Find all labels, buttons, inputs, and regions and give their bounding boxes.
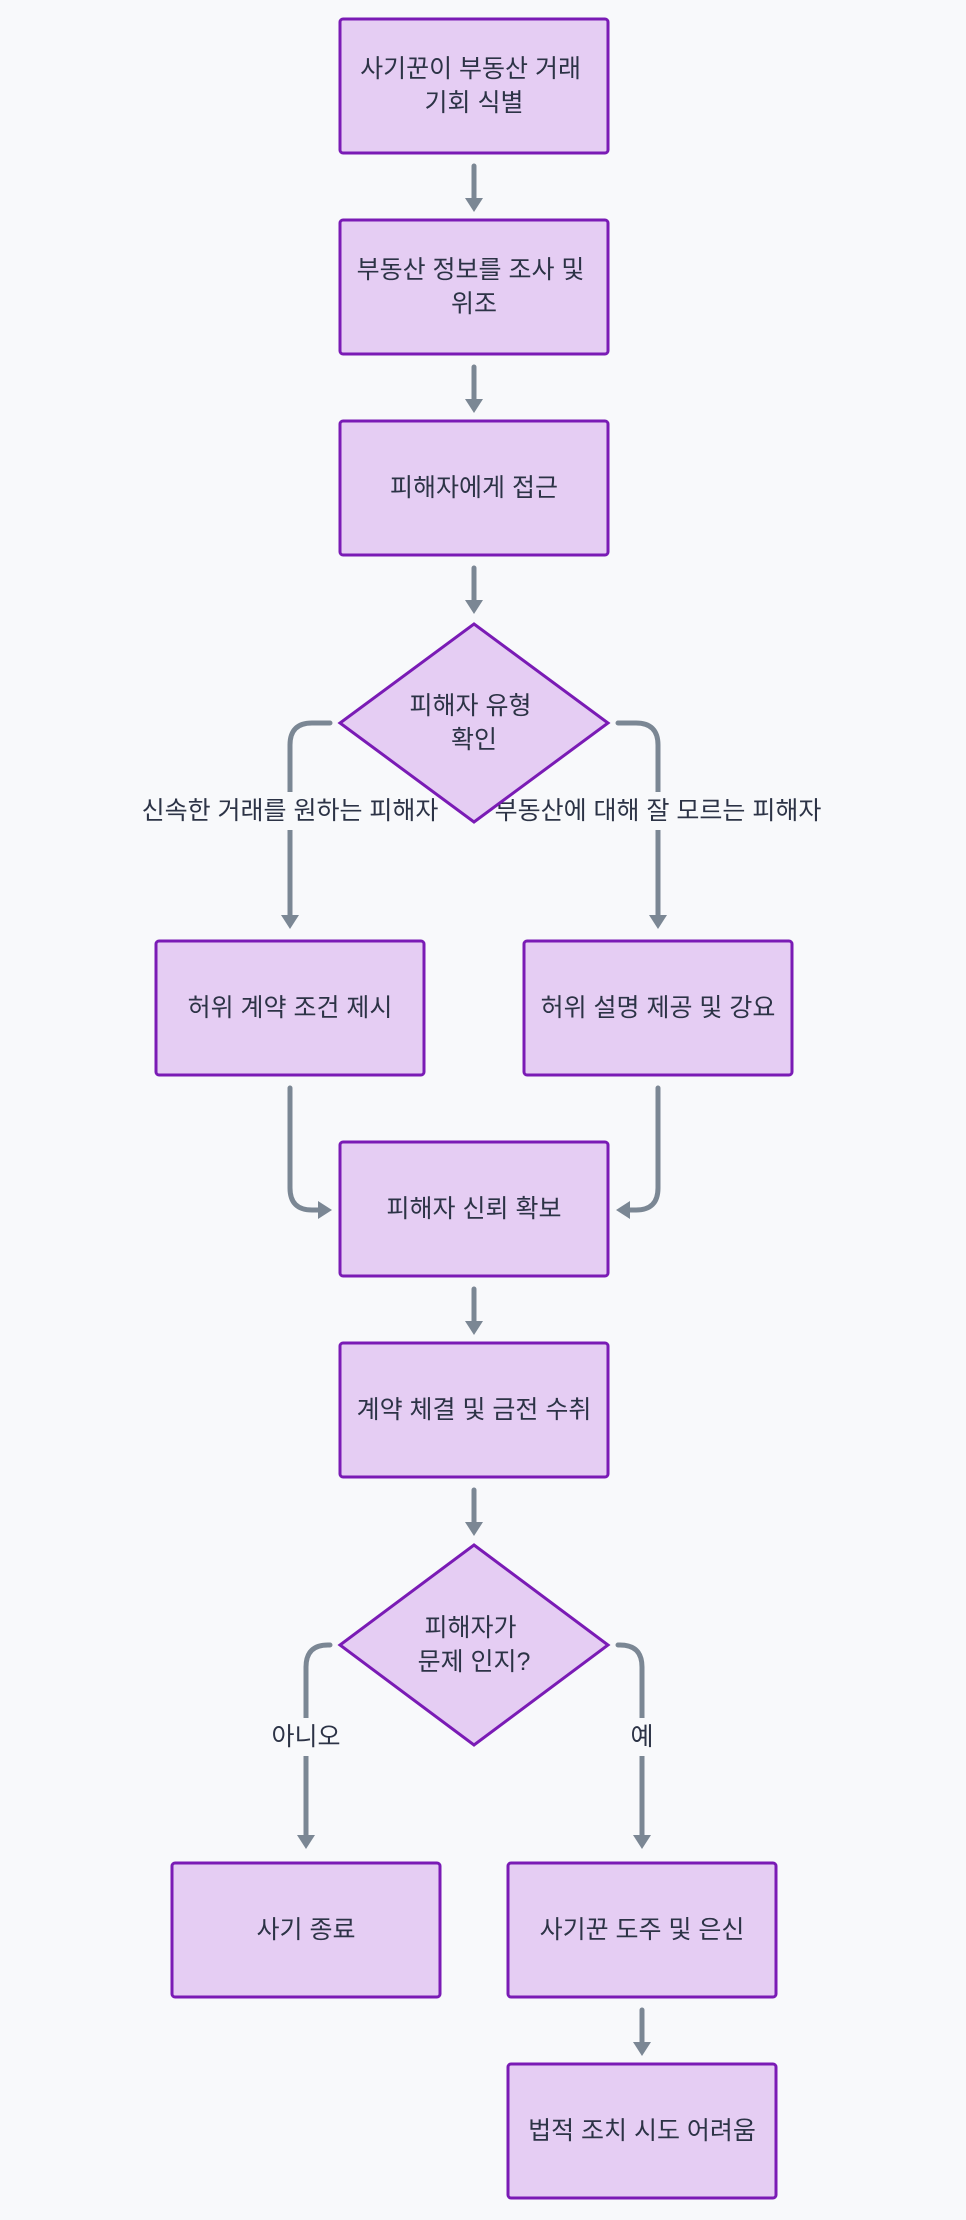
node-label: 허위 계약 조건 제시 bbox=[188, 994, 393, 1022]
node-approach-victim: 피해자에게 접근 bbox=[338, 419, 610, 557]
edge-victim-aware-to-fraud-ends bbox=[297, 1642, 333, 1849]
edge-label-text: 신속한 거래를 원하는 피해자 bbox=[142, 797, 439, 825]
node-contract-payment: 계약 체결 및 금전 수취 bbox=[338, 1341, 610, 1479]
node-label: 부동산 정보를 조사 및 위조 bbox=[357, 256, 592, 318]
node-label: 법적 조치 시도 어려움 bbox=[528, 2117, 756, 2145]
edge-label-quick-deal: 신속한 거래를 원하는 피해자 bbox=[140, 792, 440, 830]
edge-check-type-to-false-contract bbox=[281, 720, 333, 929]
node-label: 사기꾼 도주 및 은신 bbox=[540, 1916, 745, 1944]
edge-label-text: 부동산에 대해 잘 모르는 피해자 bbox=[495, 797, 822, 825]
edge-label-text: 예 bbox=[630, 1723, 653, 1751]
nodes: 사기꾼이 부동산 거래 기회 식별 부동산 정보를 조사 및 위조 피해자에게 … bbox=[154, 17, 794, 2200]
node-legal-difficult: 법적 조치 시도 어려움 bbox=[506, 2062, 778, 2200]
edge-label-unfamiliar: 부동산에 대해 잘 모르는 피해자 bbox=[494, 792, 822, 830]
node-label: 사기꾼이 부동산 거래 기회 식별 bbox=[360, 55, 588, 117]
node-label: 계약 체결 및 금전 수취 bbox=[357, 1396, 592, 1424]
edge-label-no: 아니오 bbox=[270, 1718, 342, 1756]
edge-label-text: 아니오 bbox=[271, 1723, 340, 1751]
decision-label: 피해자가 문제 인지? bbox=[418, 1614, 531, 1676]
node-gain-trust: 피해자 신뢰 확보 bbox=[338, 1140, 610, 1278]
edge-identify-to-forge bbox=[465, 163, 483, 212]
node-fraudster-flees: 사기꾼 도주 및 은신 bbox=[506, 1861, 778, 1999]
edge-victim-aware-to-fraudster-flees bbox=[615, 1642, 651, 1849]
edge-forge-to-approach bbox=[465, 364, 483, 413]
edge-fraudster-flees-to-legal bbox=[633, 2007, 651, 2056]
node-label: 피해자에게 접근 bbox=[390, 474, 558, 502]
edge-false-contract-to-trust bbox=[287, 1085, 332, 1219]
node-label: 허위 설명 제공 및 강요 bbox=[541, 994, 776, 1022]
edge-false-explanation-to-trust bbox=[616, 1085, 661, 1219]
node-identify-opportunity: 사기꾼이 부동산 거래 기회 식별 bbox=[338, 17, 610, 155]
node-false-contract: 허위 계약 조건 제시 bbox=[154, 939, 426, 1077]
edge-labels: 신속한 거래를 원하는 피해자 부동산에 대해 잘 모르는 피해자 아니오 예 bbox=[140, 792, 822, 1756]
edge-approach-to-check-type bbox=[465, 565, 483, 614]
node-false-explanation: 허위 설명 제공 및 강요 bbox=[522, 939, 794, 1077]
edge-label-yes: 예 bbox=[626, 1718, 658, 1756]
node-label: 사기 종료 bbox=[257, 1916, 356, 1944]
decision-check-victim-type: 피해자 유형 확인 bbox=[337, 622, 611, 824]
edge-contract-to-victim-aware bbox=[465, 1487, 483, 1536]
decision-victim-aware: 피해자가 문제 인지? bbox=[337, 1543, 611, 1747]
edge-trust-to-contract bbox=[465, 1286, 483, 1335]
node-label: 피해자 신뢰 확보 bbox=[387, 1195, 562, 1223]
decision-label: 피해자 유형 확인 bbox=[410, 692, 539, 754]
node-fraud-ends: 사기 종료 bbox=[170, 1861, 442, 1999]
node-forge-info: 부동산 정보를 조사 및 위조 bbox=[338, 218, 610, 356]
edges bbox=[281, 163, 667, 2056]
edge-check-type-to-false-explanation bbox=[615, 720, 667, 929]
